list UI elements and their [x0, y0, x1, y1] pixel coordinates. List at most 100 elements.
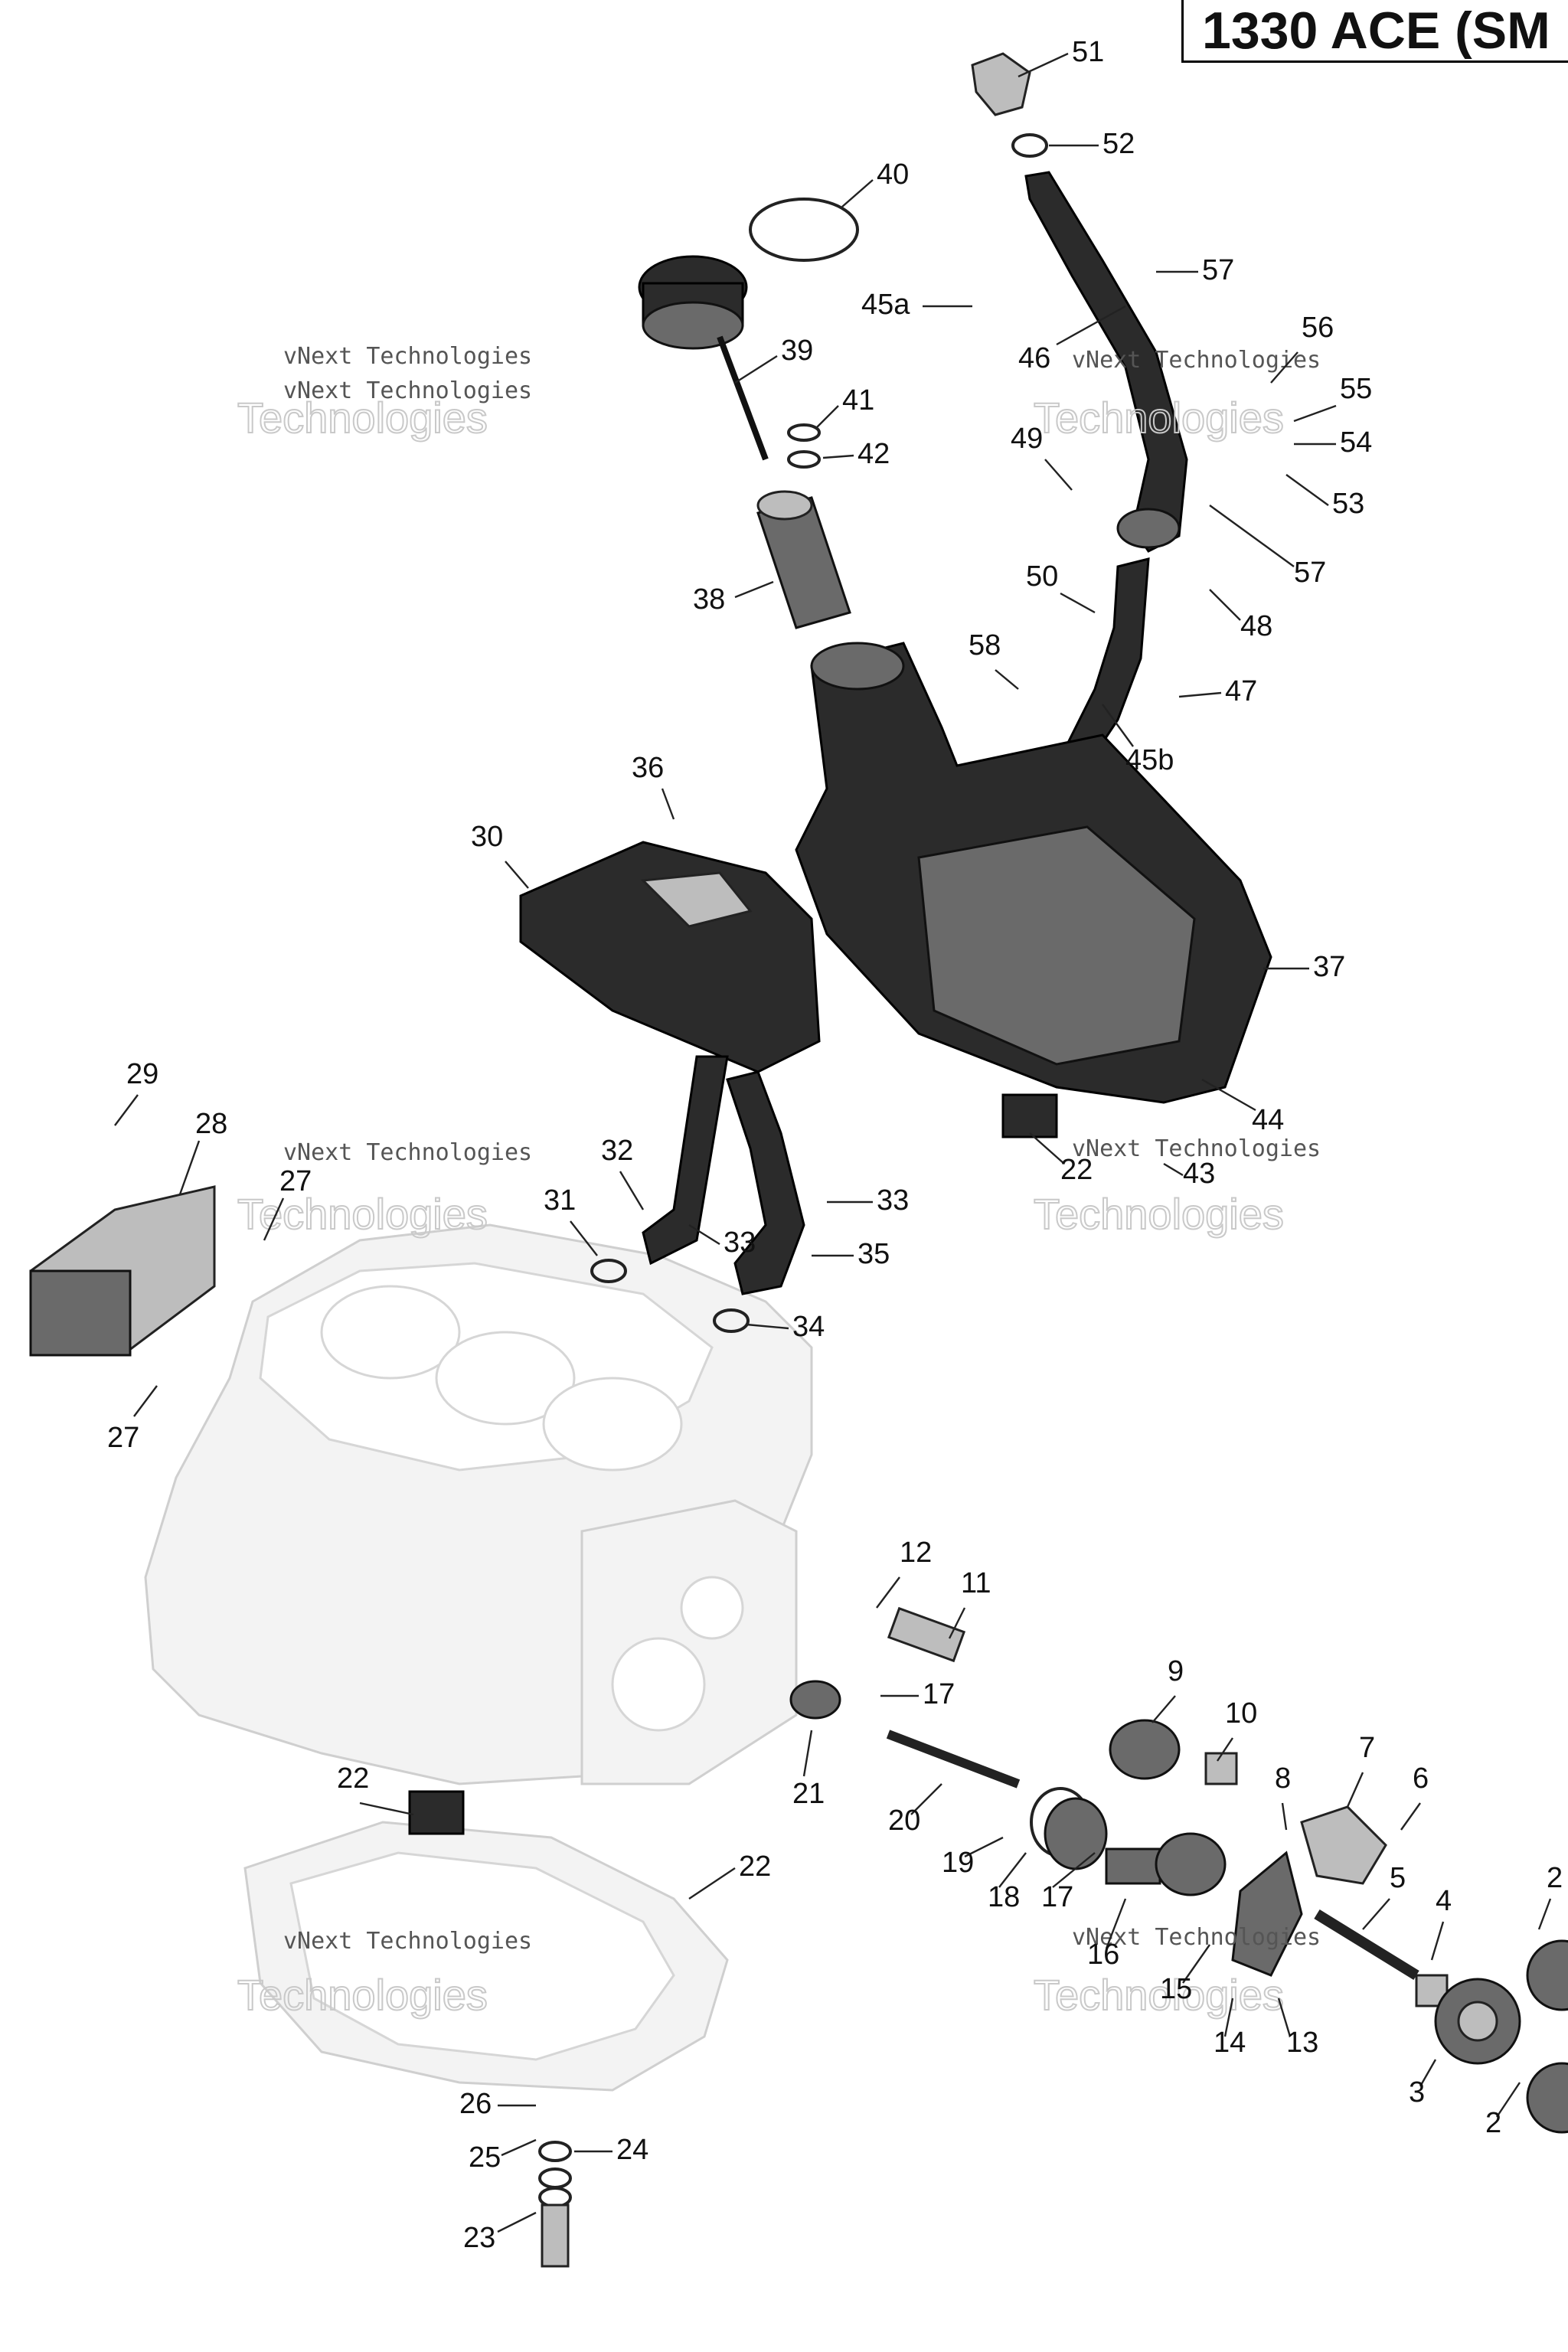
- leader-line: [688, 1223, 720, 1246]
- oil-filter-cap-part: [638, 255, 769, 461]
- leader-line: [734, 354, 778, 384]
- watermark: vNext Technologies: [283, 377, 532, 404]
- callout-number: 57: [1294, 557, 1326, 589]
- callout-number: 52: [1102, 128, 1135, 160]
- callout-number: 9: [1168, 1655, 1184, 1687]
- o-ring-31-part: [590, 1259, 627, 1283]
- callout-number: 31: [544, 1184, 576, 1217]
- callout-layer: 5152405745a46563955415449425357503848584…: [107, 36, 1563, 2254]
- callout-number: 27: [279, 1165, 312, 1197]
- callout-number: 57: [1202, 254, 1234, 286]
- callout-number: 27: [107, 1422, 139, 1454]
- callout-number: 44: [1252, 1104, 1284, 1136]
- callout-number: 33: [877, 1184, 909, 1217]
- callout-number: 37: [1313, 951, 1345, 983]
- callout-number: 19: [942, 1847, 974, 1879]
- callout-number: 40: [877, 158, 909, 191]
- callout-number: 51: [1072, 36, 1104, 68]
- leader-line: [359, 1802, 414, 1816]
- callout-number: 22: [337, 1762, 369, 1795]
- callout-number: 50: [1026, 560, 1058, 593]
- leader-line: [1182, 1944, 1210, 1984]
- coolant-pipe-35-part: [726, 1070, 805, 1295]
- leader-line: [688, 1867, 736, 1900]
- oil-filter-38-part: [756, 490, 851, 629]
- o-ring-41-part: [787, 423, 821, 442]
- leader-line: [1281, 1802, 1288, 1831]
- watermark: Technologies: [237, 1971, 488, 2019]
- watermark: Technologies: [237, 1190, 488, 1238]
- callout-number: 7: [1359, 1732, 1375, 1764]
- o-ring-40-part: [749, 198, 859, 262]
- callout-number: 54: [1340, 426, 1372, 459]
- leader-line: [998, 1852, 1027, 1888]
- leader-line: [263, 1197, 285, 1241]
- leader-line: [1178, 691, 1222, 698]
- callout-number: 2: [1547, 1862, 1563, 1894]
- leader-line: [995, 669, 1019, 690]
- callout-number: 24: [616, 2134, 648, 2166]
- oil-filler-tube-part: [1024, 171, 1188, 553]
- callout-number: 34: [792, 1311, 825, 1343]
- watermark: vNext Technologies: [1072, 1135, 1321, 1162]
- callout-number: 53: [1332, 488, 1364, 520]
- leader-line: [501, 2138, 537, 2157]
- callout-number: 20: [888, 1805, 920, 1837]
- leader-line: [505, 861, 529, 889]
- callout-number: 46: [1018, 342, 1050, 374]
- leader-line: [1102, 704, 1134, 747]
- callout-number: 14: [1214, 2027, 1246, 2059]
- watermark: vNext Technologies: [283, 1928, 532, 1955]
- leader-line: [1209, 505, 1295, 567]
- leader-line: [964, 1836, 1004, 1858]
- callout-number: 38: [693, 583, 725, 616]
- oil-filler-cap-part: [971, 52, 1031, 116]
- callout-number: 45b: [1125, 744, 1174, 776]
- callout-number: 28: [195, 1108, 227, 1140]
- callout-number: 39: [781, 335, 813, 367]
- callout-number: 4: [1436, 1885, 1452, 1917]
- leader-line: [1496, 2082, 1521, 2118]
- leader-line: [1018, 52, 1069, 78]
- title-box: 1330 ACE (SM: [1181, 0, 1568, 63]
- leader-line: [746, 1323, 789, 1330]
- callout-number: 43: [1183, 1158, 1215, 1190]
- leader-line: [1277, 1998, 1292, 2037]
- callout-number: 36: [632, 752, 664, 784]
- leader-line: [1346, 1772, 1364, 1808]
- leader-line: [1537, 1898, 1552, 1930]
- leader-line: [1105, 1898, 1127, 1949]
- oil-separator-housing-37-part: [795, 642, 1272, 1104]
- callout-number: 11: [961, 1567, 991, 1599]
- watermark: Technologies: [1034, 1971, 1284, 2019]
- leader-line: [1362, 1898, 1390, 1930]
- o-ring-52-part: [1011, 133, 1048, 158]
- watermark: Technologies: [1034, 394, 1284, 442]
- leader-line: [1044, 459, 1073, 491]
- callout-number: 17: [1041, 1881, 1073, 1913]
- leader-line: [1293, 404, 1337, 423]
- leader-line: [822, 454, 854, 459]
- leader-line: [619, 1171, 645, 1210]
- callout-number: 32: [601, 1135, 633, 1167]
- leader-line: [910, 1783, 942, 1815]
- callout-number: 21: [792, 1778, 825, 1810]
- leader-line: [497, 2211, 537, 2233]
- leader-line: [734, 580, 774, 599]
- callout-number: 30: [471, 821, 503, 853]
- callout-number: 10: [1225, 1697, 1257, 1730]
- leader-line: [1400, 1802, 1421, 1831]
- callout-number: 26: [459, 2088, 492, 2120]
- dipstick-tube-part: [1063, 557, 1150, 768]
- watermark: vNext Technologies: [283, 1139, 532, 1166]
- callout-number: 8: [1275, 1762, 1291, 1795]
- coolant-pipe-32-part: [642, 1055, 729, 1266]
- leader-line: [133, 1385, 158, 1417]
- callout-number: 58: [969, 629, 1001, 662]
- callout-number: 55: [1340, 373, 1372, 405]
- callout-number: 15: [1160, 1973, 1192, 2005]
- o-ring-34-part: [713, 1308, 750, 1333]
- watermark: vNext Technologies: [283, 343, 532, 370]
- leader-line: [1209, 589, 1241, 621]
